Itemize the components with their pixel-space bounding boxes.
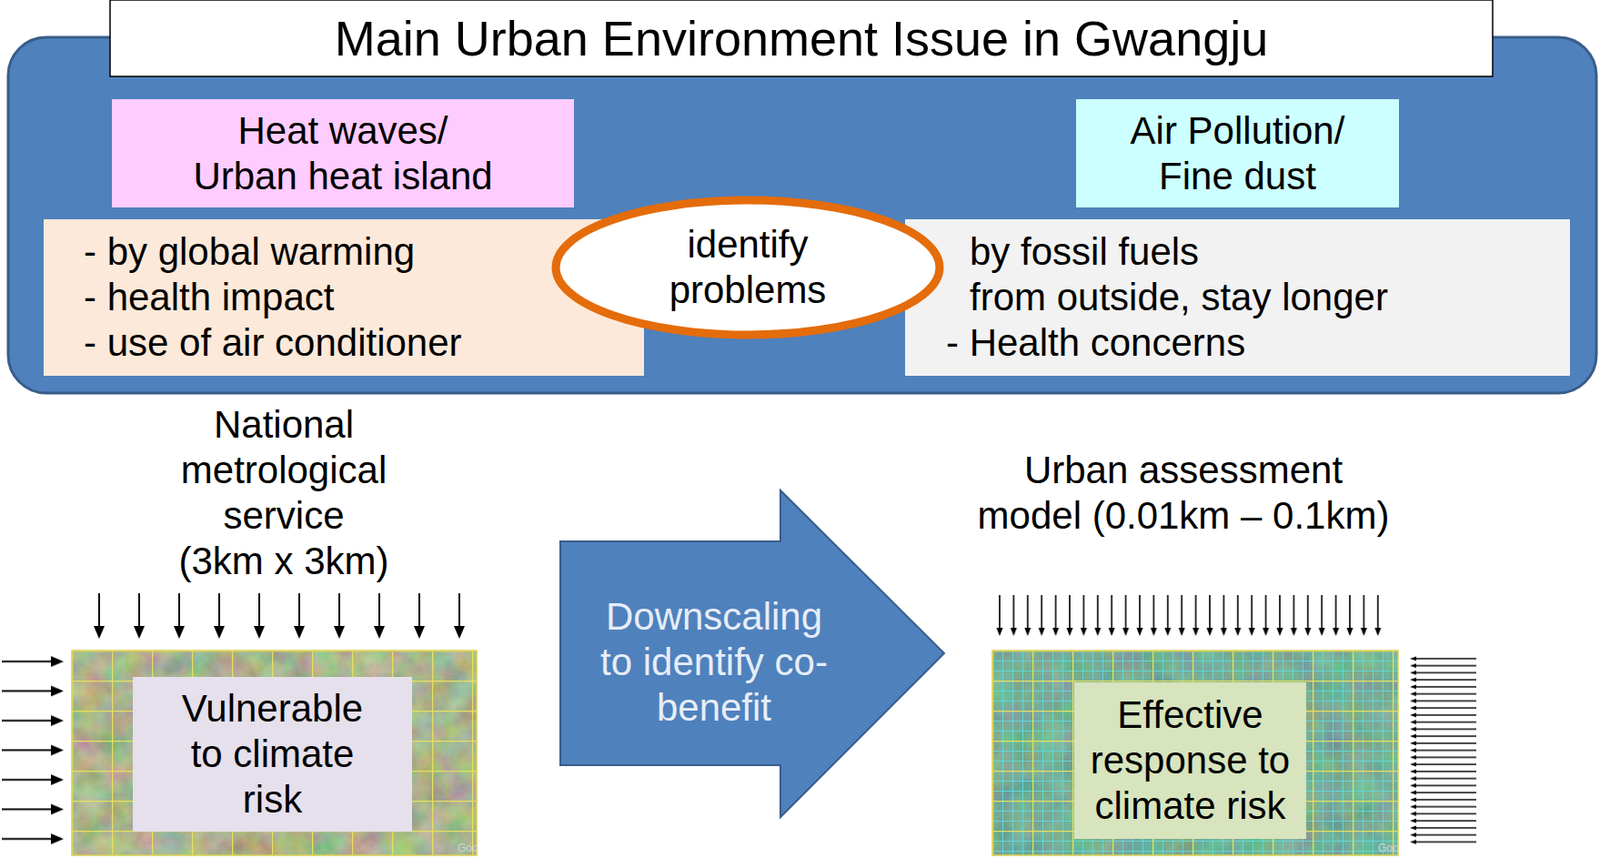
- list-item: - health impact: [83, 274, 635, 321]
- text-block: Urban assessment model (0.01km – 0.1km): [972, 447, 1396, 539]
- list-box: - by global warming- health impact- use …: [43, 219, 645, 376]
- heading-box: Air Pollution/ Fine dust: [1076, 99, 1399, 208]
- map-grid: [992, 650, 1399, 856]
- ellipse-outline: [551, 195, 945, 340]
- watermark-box: Goo: [457, 841, 479, 855]
- map-tint: [992, 650, 1399, 856]
- highlight-ellipse: identify problems: [551, 195, 945, 340]
- title-box: Main Urban Environment Issue in Gwangju: [110, 0, 1493, 77]
- block-arrow: Downscaling to identify co-benefit: [560, 490, 945, 817]
- map-callout-box: Effective response to climate risk: [1074, 682, 1307, 839]
- box-text: Air Pollution/ Fine dust: [1115, 108, 1361, 200]
- map-grid: [71, 650, 477, 856]
- box-text: Heat waves/ Urban heat island: [188, 108, 498, 200]
- text-block: Downscaling to identify co-benefit: [600, 593, 828, 731]
- arrow-shape: [560, 490, 945, 817]
- watermark-box: Goo: [1378, 841, 1399, 855]
- box-text: Urban assessment model (0.01km – 0.1km): [972, 447, 1396, 539]
- box-text: National metrological service (3km x 3km…: [176, 402, 392, 584]
- text-block: Effective response to climate risk: [1086, 692, 1296, 829]
- incoming-arrows: [0, 646, 73, 855]
- list-item: - use of air conditioner: [83, 320, 635, 366]
- box-text: identify problems: [656, 221, 839, 313]
- text-block: Heat waves/ Urban heat island: [188, 108, 498, 200]
- box-text: Vulnerable to climate risk: [172, 685, 373, 823]
- watermark: Goo: [1378, 841, 1399, 855]
- incoming-arrows: [992, 593, 1385, 641]
- text-block: Air Pollution/ Fine dust: [1115, 108, 1361, 200]
- title-text: Main Urban Environment Issue in Gwangju: [334, 9, 1269, 68]
- heading-box: Heat waves/ Urban heat island: [111, 99, 574, 208]
- map-panel: National metrological service (3km x 3km…: [71, 400, 477, 856]
- list-item: from outside, stay longer: [969, 274, 1561, 321]
- map-callout-box: Vulnerable to climate risk: [132, 676, 413, 832]
- satellite-map: [992, 650, 1399, 856]
- text-block: Vulnerable to climate risk: [172, 685, 373, 823]
- incoming-arrows: [1407, 654, 1480, 846]
- satellite-map: [71, 650, 477, 856]
- ellipse-shape: [555, 200, 940, 335]
- list-box: by fossil fuelsfrom outside, stay longer…: [905, 219, 1570, 376]
- box-text: Effective response to climate risk: [1086, 692, 1296, 829]
- watermark: Goo: [457, 841, 479, 855]
- text-block: - by global warming- health impact- use …: [107, 229, 635, 366]
- text-block: National metrological service (3km x 3km…: [176, 402, 392, 584]
- list-item: - Health concerns: [945, 320, 1561, 366]
- map-frame: [992, 650, 1399, 856]
- box-text: Downscaling to identify co-benefit: [600, 593, 828, 731]
- title-frame: [110, 0, 1493, 77]
- map-fine-grid: [992, 650, 1399, 856]
- text-block: identify problems: [656, 221, 839, 313]
- map-frame: [71, 650, 477, 856]
- text-block: by fossil fuelsfrom outside, stay longer…: [969, 229, 1561, 366]
- list-item: by fossil fuels: [969, 229, 1561, 275]
- incoming-arrows: [79, 589, 480, 645]
- map-panel: Urban assessment model (0.01km – 0.1km)E…: [992, 400, 1399, 856]
- issue-panel: [8, 37, 1597, 393]
